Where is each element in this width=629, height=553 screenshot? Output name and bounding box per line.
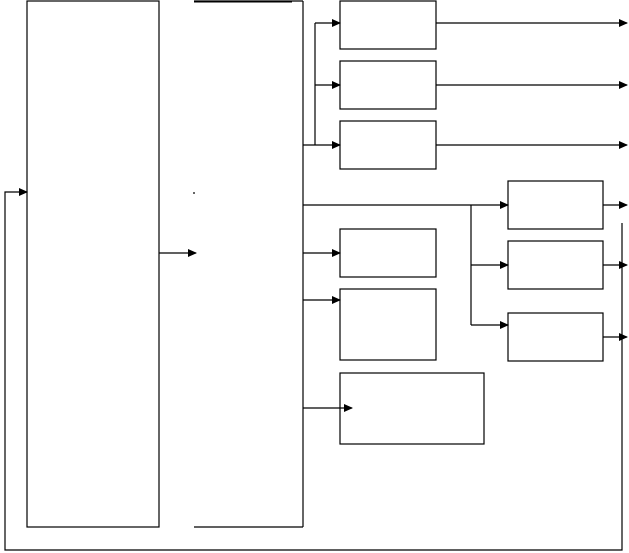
box-c2	[339, 288, 437, 361]
box-b3	[507, 312, 604, 362]
feedback-loop-arrow	[4, 188, 623, 551]
left-panel	[26, 0, 160, 528]
box-b2	[507, 240, 604, 290]
box-b1	[507, 180, 604, 230]
box-a1	[339, 0, 437, 50]
box-a3	[339, 120, 437, 170]
box-c3	[339, 372, 485, 445]
middle-panel	[193, 0, 304, 528]
box-a2	[339, 60, 437, 110]
box-c1	[339, 228, 437, 278]
